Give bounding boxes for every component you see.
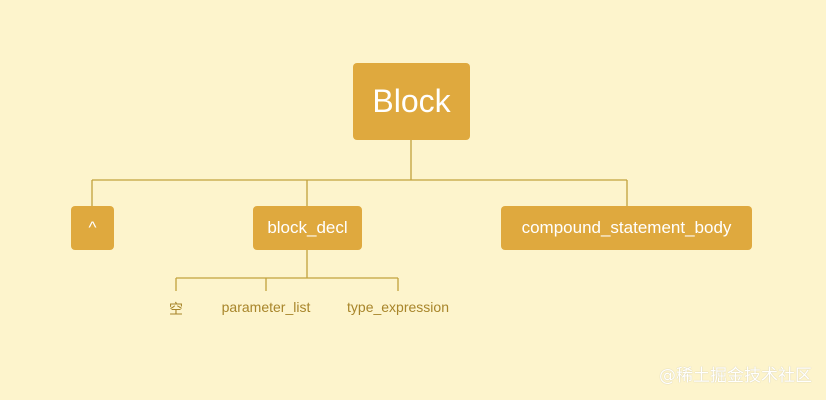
node-block-decl-label: block_decl bbox=[267, 218, 348, 237]
leaf-empty: 空 bbox=[169, 302, 183, 318]
node-compound-statement-body-label: compound_statement_body bbox=[521, 218, 732, 237]
watermark: @稀土掘金技术社区 bbox=[659, 366, 812, 386]
node-caret: ^ bbox=[71, 206, 114, 250]
leaf-type-expression: type_expression bbox=[347, 299, 449, 315]
node-block: Block bbox=[353, 63, 470, 140]
node-block-decl: block_decl bbox=[253, 206, 362, 250]
leaf-parameter-list: parameter_list bbox=[221, 299, 311, 315]
node-caret-label: ^ bbox=[88, 218, 97, 237]
node-compound-statement-body: compound_statement_body bbox=[501, 206, 752, 250]
node-block-label: Block bbox=[372, 83, 451, 119]
